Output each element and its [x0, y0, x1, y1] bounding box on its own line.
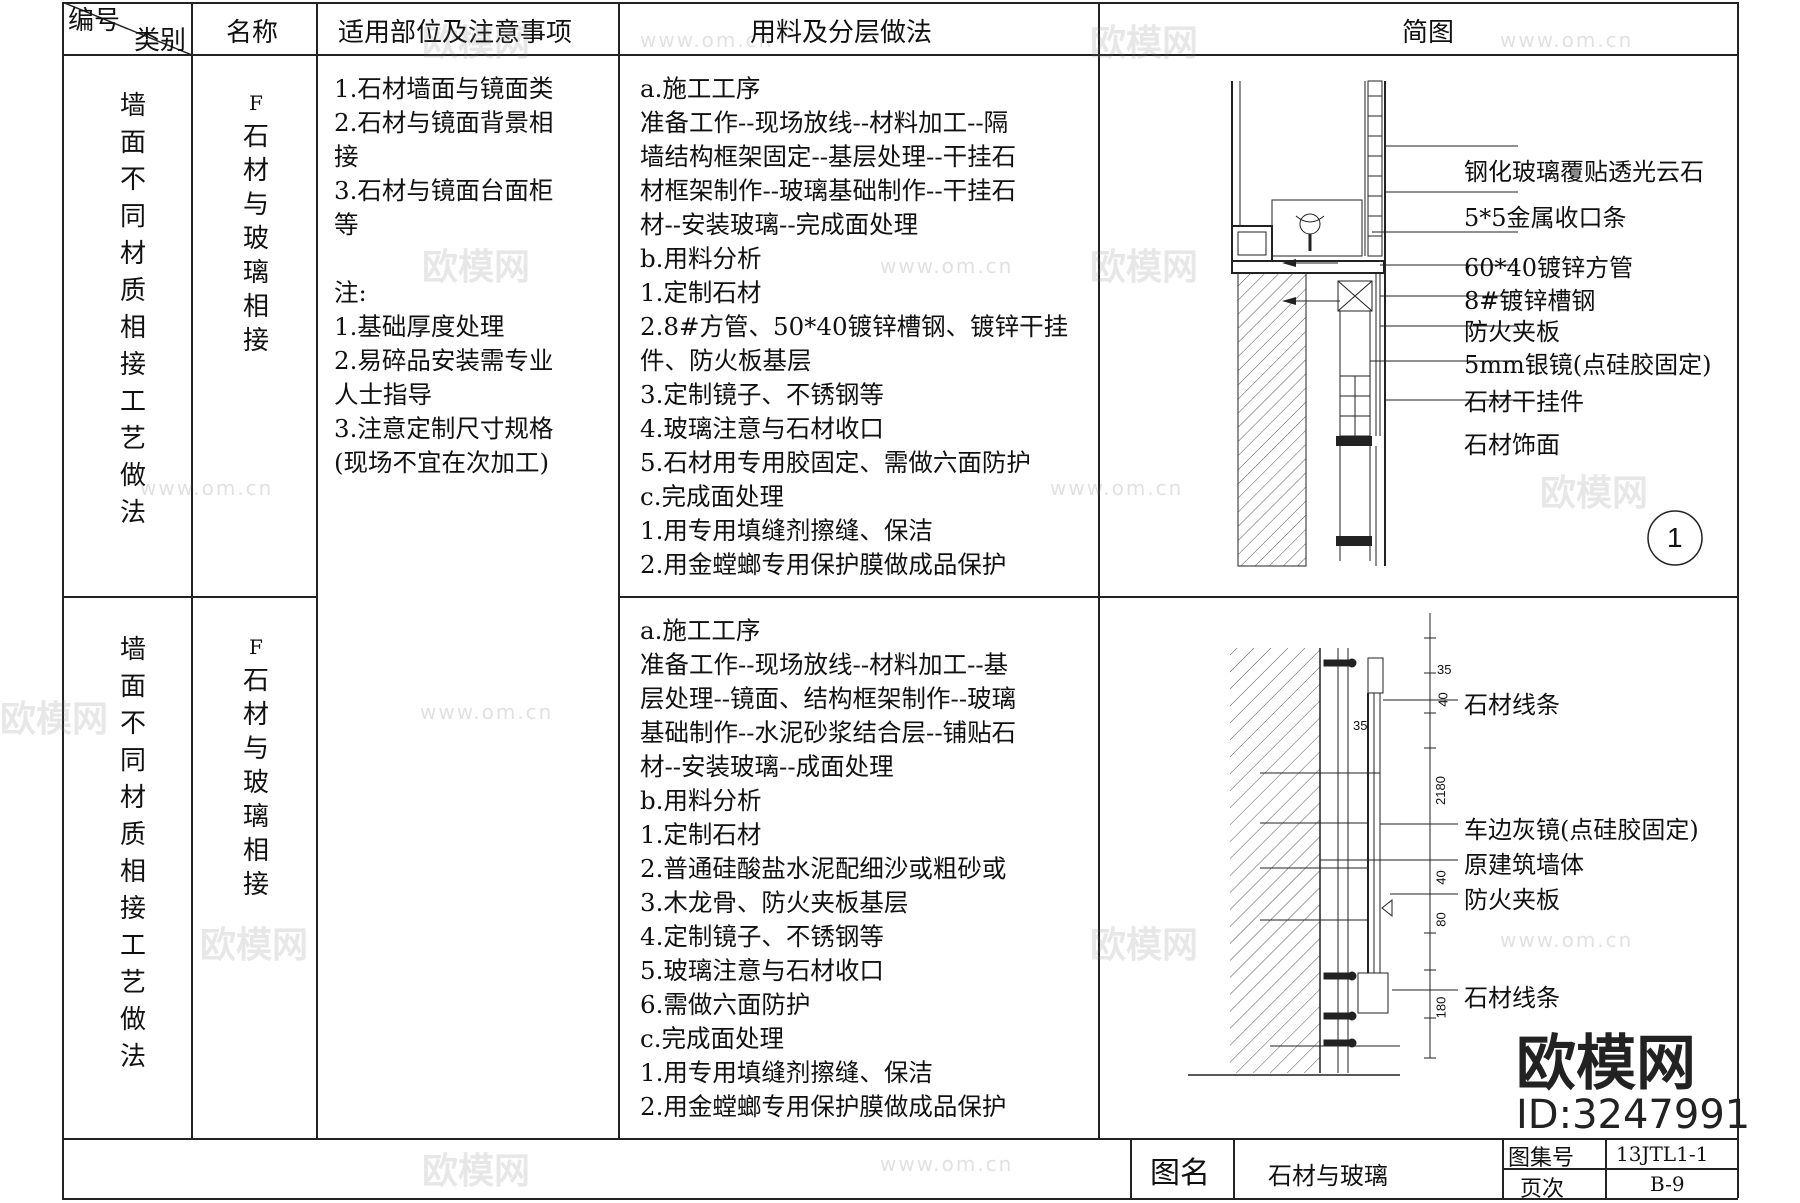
header-name-label: 名称 [226, 18, 279, 48]
row2-dim-5: 40 [1433, 870, 1449, 885]
table-left-border [62, 2, 64, 1198]
watermark-url: www.om.cn [1500, 28, 1634, 52]
row1-method: a.施工工序准备工作--现场放线--材料加工--隔墙结构框架固定--基层处理--… [640, 74, 1069, 579]
row1-name: F 石材与玻璃相接 [242, 91, 269, 356]
watermark-brand: 欧模网 [0, 699, 109, 740]
header-scope-label: 适用部位及注意事项 [338, 18, 573, 48]
footer-inner-divider [1502, 1168, 1738, 1170]
footer-divider-2 [1233, 1138, 1235, 1198]
header-diagonal-line [62, 2, 192, 55]
footer-divider-1 [1130, 1138, 1132, 1198]
row2-method: a.施工工序准备工作--现场放线--材料加工--基层处理--镜面、结构框架制作-… [640, 616, 1017, 1121]
footer-figure-name-label: 图名 [1150, 1156, 1210, 1191]
table-top-border [62, 2, 1738, 4]
header-sketch-label: 简图 [1402, 18, 1455, 48]
header-bottom-border [62, 54, 1738, 56]
row2-dim-6: 80 [1433, 912, 1449, 927]
row2-label-fireboard: 防火夹板 [1464, 886, 1560, 914]
row-divider-2 [618, 596, 1738, 598]
header-category-label: 类别 [134, 26, 187, 56]
row1-label-hanger: 石材干挂件 [1464, 388, 1584, 416]
row1-label-channel: 8#镀锌槽钢 [1464, 287, 1596, 315]
row2-dim-4: 2180 [1432, 776, 1448, 805]
row1-label-glass: 钢化玻璃覆贴透光云石 [1464, 158, 1704, 186]
row1-label-trim: 5*5金属收口条 [1464, 204, 1627, 232]
watermark-brand: 欧模网 [422, 1151, 531, 1192]
row2-label-molding-bottom: 石材线条 [1464, 984, 1560, 1012]
watermark-url: www.om.cn [140, 476, 274, 500]
header-method-label: 用料及分层做法 [750, 18, 933, 48]
footer-page-label: 页次 [1520, 1177, 1565, 1202]
footer-page-value: B-9 [1650, 1172, 1685, 1196]
row2-label-mirror: 车边灰镜(点硅胶固定) [1464, 816, 1699, 844]
row2-label-wall: 原建筑墙体 [1464, 851, 1584, 879]
row2-dim-2: 40 [1435, 692, 1451, 707]
row2-dim-1: 35 [1437, 662, 1452, 677]
row1-section-drawing [1231, 80, 1703, 567]
row1-label-stone: 石材饰面 [1464, 431, 1560, 459]
header-id-label: 编号 [68, 6, 121, 36]
row2-dim-3: 35 [1353, 718, 1368, 733]
row1-label-fireboard: 防火夹板 [1464, 318, 1560, 346]
footer-figure-name: 石材与玻璃 [1268, 1162, 1388, 1190]
row1-label-mirror: 5mm银镜(点硅胶固定) [1464, 351, 1712, 379]
footer-divider-3 [1502, 1138, 1504, 1198]
row1-sketch-number: 1 [1667, 522, 1683, 553]
watermark-url: www.om.cn [880, 1152, 1014, 1176]
row1-label-tube: 60*40镀锌方管 [1464, 254, 1634, 282]
watermark-id: ID:3247991 [1516, 1092, 1751, 1138]
footer-atlas-value: 13JTL1-1 [1616, 1142, 1709, 1166]
footer-atlas-label: 图集号 [1508, 1146, 1575, 1171]
table-bottom-border [62, 1198, 1738, 1200]
watermark-url: www.om.cn [420, 700, 554, 724]
row2-label-molding-top: 石材线条 [1464, 691, 1560, 719]
col-divider-2 [316, 2, 318, 1138]
row2-name: F 石材与玻璃相接 [242, 635, 269, 900]
row2-section-drawing [1188, 613, 1458, 1076]
row2-dim-7: 180 [1433, 996, 1449, 1019]
table-right-border [1737, 2, 1739, 1198]
col-divider-3 [618, 2, 620, 1138]
col-divider-1 [191, 2, 193, 1138]
row2-category: 墙面不同材质相接工艺做法 [119, 635, 146, 1072]
col-divider-4 [1098, 2, 1100, 1138]
footer-top-border [62, 1138, 1738, 1140]
watermark-brand: 欧模网 [200, 925, 309, 966]
row-divider [62, 596, 316, 598]
row1-category: 墙面不同材质相接工艺做法 [119, 91, 146, 528]
footer-divider-4 [1605, 1138, 1607, 1198]
watermark-logo: 欧模网 [1516, 1029, 1696, 1099]
